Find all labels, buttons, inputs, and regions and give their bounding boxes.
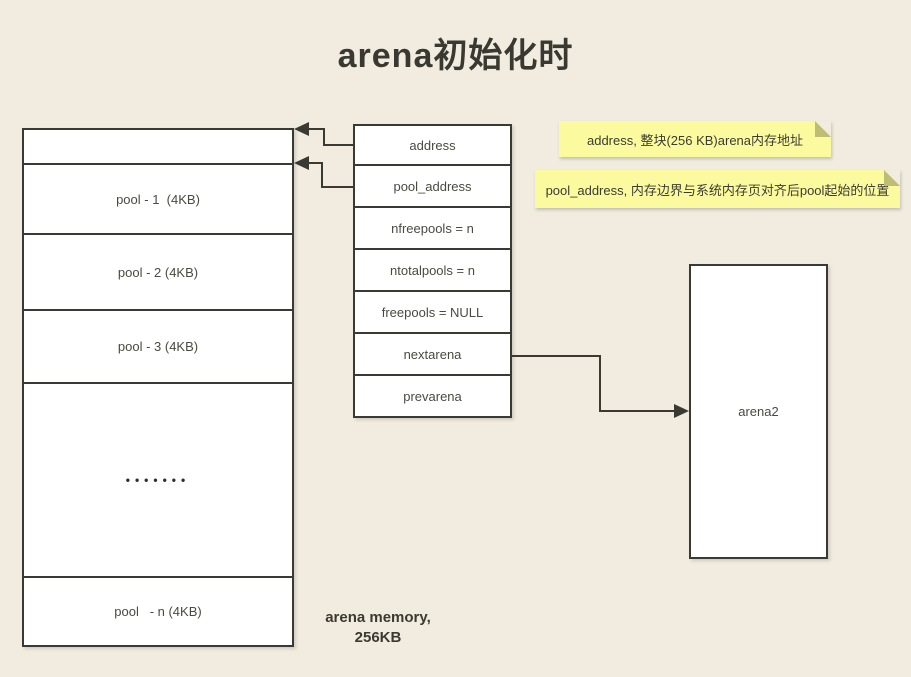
struct-field-label: freepools = NULL <box>381 304 484 320</box>
struct-field-freepools: freepools = NULL <box>355 290 510 332</box>
memory-row-label: pool - 1 (4KB) <box>116 191 200 207</box>
memory-row-label: pool - n (4KB) <box>114 604 202 619</box>
struct-field-label: prevarena <box>403 388 462 404</box>
ellipsis-dots: ••••••• <box>125 473 191 487</box>
note-pool-address: pool_address, 内存边界与系统内存页对齐后pool起始的位置 <box>535 170 900 208</box>
struct-field-label: pool_address <box>393 178 472 194</box>
arena-struct-box: address pool_address nfreepools = n ntot… <box>353 124 512 418</box>
memory-row-pool-2: pool - 2 (4KB) <box>24 233 292 309</box>
memory-row-reserved <box>24 130 292 163</box>
arrow-pool-address-to-memory-icon <box>294 156 353 188</box>
struct-field-label: address <box>409 137 456 153</box>
arena2-box: arena2 <box>689 264 828 559</box>
struct-field-label: nfreepools = n <box>391 220 474 236</box>
struct-field-address: address <box>355 126 510 164</box>
struct-field-label: ntotalpools = n <box>390 262 475 278</box>
memory-row-pool-3: pool - 3 (4KB) <box>24 309 292 382</box>
struct-field-label: nextarena <box>403 346 462 362</box>
note-pool-address-text: pool_address, 内存边界与系统内存页对齐后pool起始的位置 <box>545 182 890 198</box>
arrow-address-to-memory-icon <box>294 122 353 146</box>
arena-memory-box: pool - 1 (4KB) pool - 2 (4KB) pool - 3 (… <box>22 128 294 647</box>
note-address: address, 整块(256 KB)arena内存地址 <box>559 121 831 157</box>
memory-row-pool-n: pool - n (4KB) <box>24 576 292 645</box>
memory-row-ellipsis: ••••••• <box>24 382 292 576</box>
struct-field-nfreepools: nfreepools = n <box>355 206 510 248</box>
arrow-nextarena-to-arena2-icon <box>512 355 689 418</box>
arena-memory-caption: arena memory, 256KB <box>303 608 453 648</box>
page-title: arena初始化时 <box>337 37 574 75</box>
struct-field-pool-address: pool_address <box>355 164 510 206</box>
struct-field-prevarena: prevarena <box>355 374 510 416</box>
arena2-label: arena2 <box>738 404 779 419</box>
memory-row-pool-1: pool - 1 (4KB) <box>24 163 292 233</box>
memory-row-label: pool - 3 (4KB) <box>117 339 199 354</box>
note-address-text: address, 整块(256 KB)arena内存地址 <box>586 132 804 148</box>
struct-field-ntotalpools: ntotalpools = n <box>355 248 510 290</box>
memory-row-label: pool - 2 (4KB) <box>117 264 199 280</box>
struct-field-nextarena: nextarena <box>355 332 510 374</box>
caption-line-2: 256KB <box>354 629 402 646</box>
caption-line-1: arena memory, <box>325 609 431 626</box>
